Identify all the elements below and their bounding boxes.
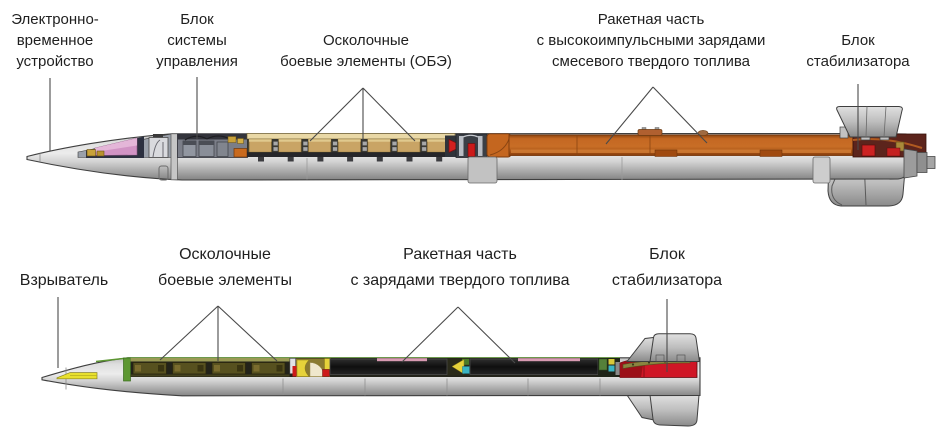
label-frag-elements-bottom: Осколочные боевые элементы: [158, 246, 292, 289]
warhead-frame-green: [123, 357, 131, 382]
olive-frag-blocks: [132, 362, 286, 375]
leader-frag-elements-top: [309, 87, 416, 142]
top-rocket-upper-fin: [836, 106, 903, 141]
frag-gap-connectors: [273, 141, 427, 152]
control-system-bay: [177, 133, 248, 158]
body-ring-rear: [812, 156, 831, 184]
label-stabilizer-bottom: Блок стабилизатора: [611, 246, 723, 289]
fuze-tip: [56, 372, 98, 380]
bottom-frag-elements-bay: [130, 358, 290, 377]
motor-section: [486, 127, 854, 158]
fuel-charge-2: [469, 358, 599, 375]
label-frag-elements-top: Осколочные боевые элементы (ОБЭ): [280, 32, 452, 70]
body-ring-joint: [467, 156, 498, 184]
leader-motor-top: [605, 86, 708, 145]
label-motor-top: Ракетная часть с высокоимпульсными заряд…: [536, 11, 766, 70]
leader-frag-elements-bottom: [159, 305, 278, 362]
label-stabilizer-top: Блок стабилизатора: [806, 32, 910, 70]
bottom-rocket: [41, 333, 701, 427]
bottom-rocket-lower-fins: [626, 394, 700, 427]
label-motor-bottom: Ракетная часть с зарядами твердого топли…: [350, 246, 570, 289]
junction-1: [289, 358, 331, 377]
warhead-junction: [445, 133, 488, 158]
frag-blocks: [248, 138, 451, 153]
body-hatch: [158, 165, 169, 181]
leader-lines: [49, 77, 859, 372]
fuel-charge-1: [329, 358, 448, 375]
label-fuze: Взрыватель: [19, 272, 109, 289]
frag-base-ticks: [258, 157, 443, 162]
label-control-system: Блок системы управления: [156, 11, 238, 70]
frag-elements-section: [246, 133, 456, 162]
top-rocket: [26, 106, 936, 207]
leader-motor-bottom: [401, 306, 516, 364]
nozzle: [903, 148, 936, 179]
tail-junction: [598, 358, 620, 377]
electronic-timer-module: [94, 137, 138, 156]
label-electronic-timer: Электронно- временное устройство: [11, 11, 99, 70]
bottom-rocket-upper-fins: [625, 333, 701, 362]
top-rocket-nose-interior: [77, 133, 173, 158]
junction-2: [447, 358, 470, 376]
